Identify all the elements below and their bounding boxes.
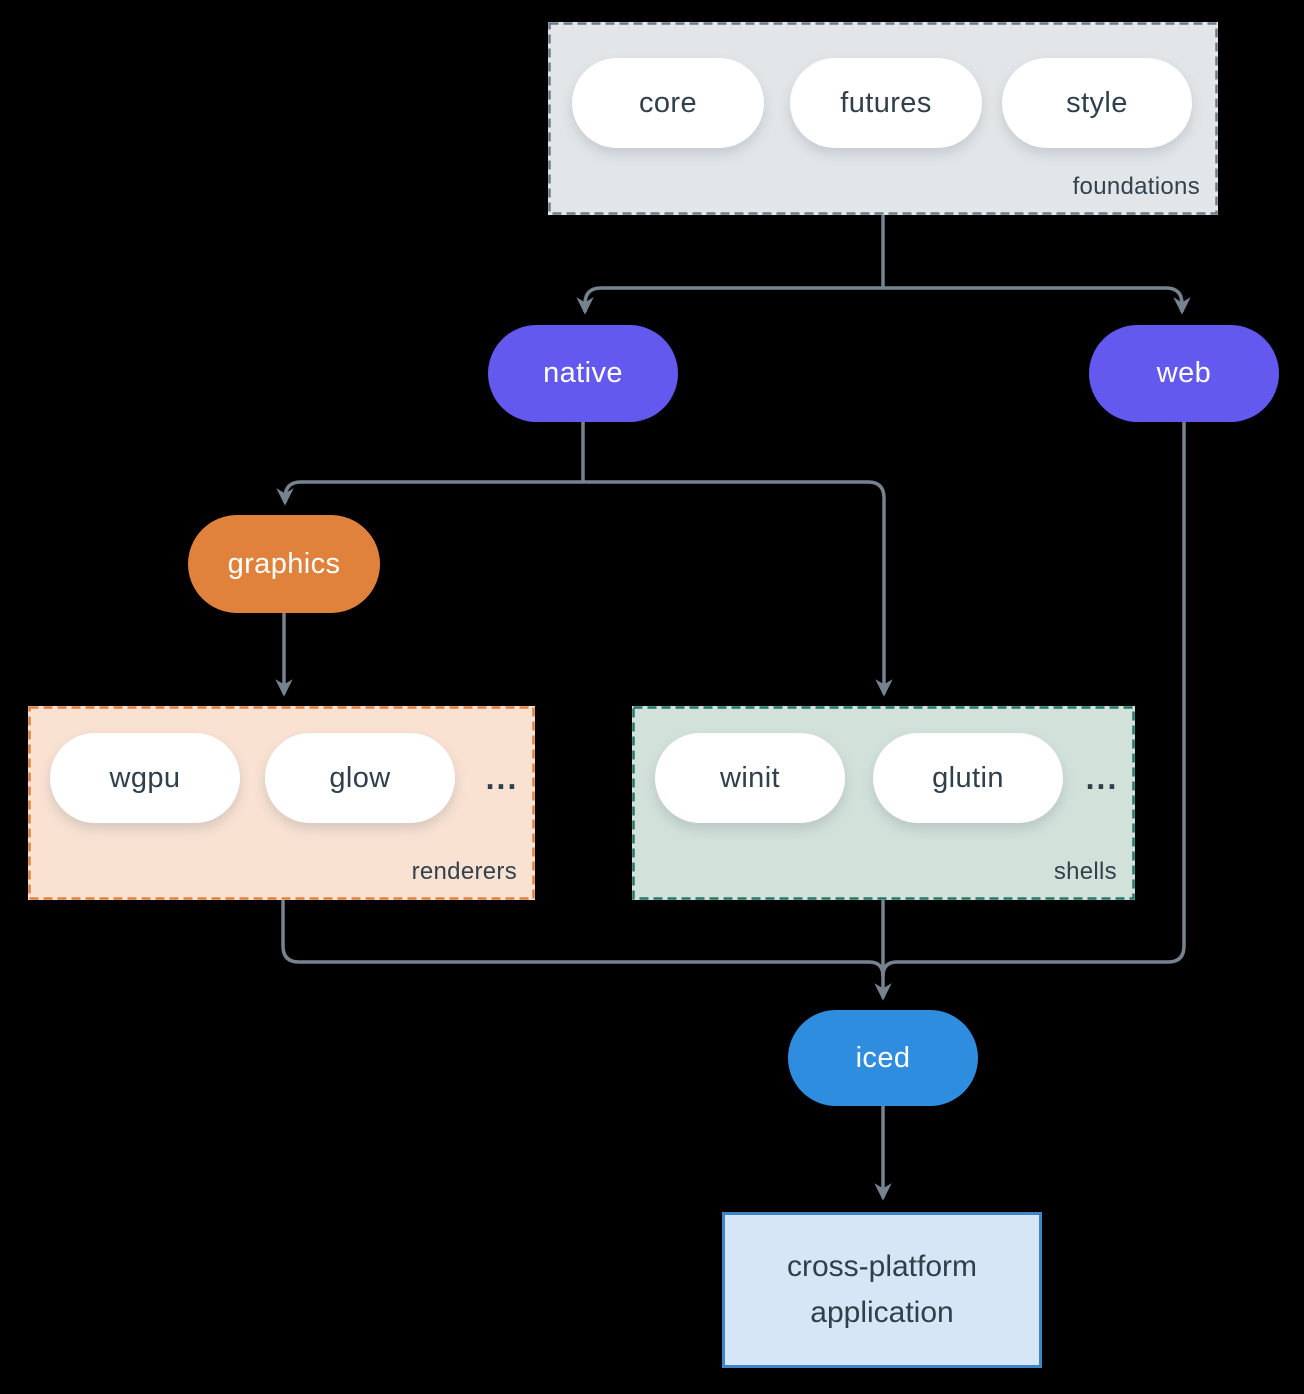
group-foundations: core futures style foundations [548,22,1218,215]
node-native: native [488,325,678,422]
edge-native-graphics [276,480,583,506]
group-label-shells: shells [1053,858,1117,885]
node-web-label: web [1156,357,1212,389]
edge-foundations-web [883,286,1191,315]
node-winit-label: winit [719,761,780,794]
edge-foundations-native [576,286,883,315]
shells-ellipsis: ... [1085,759,1119,796]
edge-renderers-iced [281,900,885,977]
node-web: web [1089,325,1279,422]
node-core-label: core [638,86,697,119]
group-renderers: wgpu glow ... renderers [28,706,535,900]
node-futures-label: futures [840,86,932,119]
node-glutin-label: glutin [932,761,1004,794]
node-wgpu: wgpu [50,733,240,823]
node-glow: glow [265,733,455,823]
group-label-foundations: foundations [1072,173,1200,200]
node-graphics: graphics [188,515,380,613]
edge-native-shells [583,480,893,697]
node-graphics-label: graphics [227,547,341,580]
node-style: style [1002,58,1192,148]
node-iced: iced [788,1010,978,1106]
app-label-line1: cross-platform [786,1250,978,1283]
node-cross-platform-application: cross-platform application [722,1212,1042,1368]
node-iced-label: iced [855,1041,911,1074]
node-core: core [572,58,764,148]
node-style-label: style [1066,86,1128,119]
node-winit: winit [655,733,845,823]
group-shells: winit glutin ... shells [632,706,1135,900]
group-label-renderers: renderers [411,858,517,885]
node-glow-label: glow [329,761,391,794]
node-wgpu-label: wgpu [109,761,181,794]
renderers-ellipsis: ... [485,759,519,796]
node-futures: futures [790,58,982,148]
node-native-label: native [543,357,623,389]
node-glutin: glutin [873,733,1063,823]
app-label-line2: application [810,1296,954,1329]
